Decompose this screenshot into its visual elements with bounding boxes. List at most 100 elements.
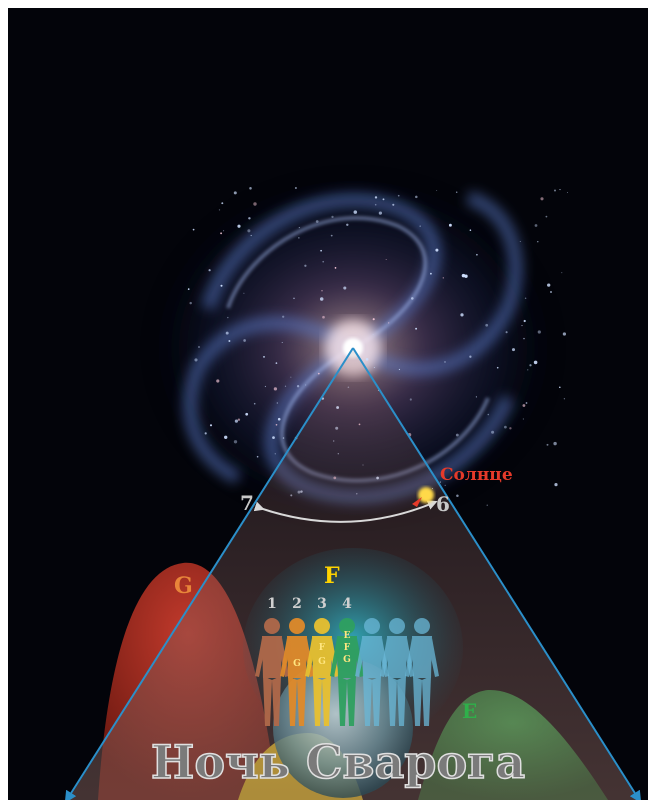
star [409, 398, 412, 401]
star [444, 484, 446, 487]
star [448, 223, 452, 227]
zone-e-label: E [462, 699, 477, 723]
human-figure-7 [405, 618, 439, 726]
star [545, 215, 548, 218]
figure-number-4: 4 [342, 596, 352, 612]
star [284, 385, 287, 387]
star [430, 272, 432, 275]
star [415, 195, 418, 199]
human-figure-6 [380, 618, 414, 726]
star [234, 419, 238, 423]
star [294, 186, 297, 190]
star [559, 386, 561, 388]
star [519, 241, 521, 242]
star [272, 436, 275, 439]
star [469, 355, 472, 358]
star [509, 427, 512, 430]
star [264, 385, 266, 388]
star [330, 234, 333, 237]
star [435, 248, 439, 252]
star [274, 453, 276, 455]
star [194, 358, 198, 362]
star [374, 196, 378, 199]
star [216, 379, 220, 383]
star [249, 187, 252, 190]
star [382, 198, 385, 201]
star [220, 232, 223, 235]
star [388, 322, 390, 324]
figure-letter: G [343, 655, 351, 665]
star [243, 292, 245, 294]
star [505, 331, 508, 334]
star [245, 412, 249, 416]
star [475, 396, 477, 398]
star [346, 223, 349, 227]
star [243, 339, 246, 342]
star [397, 194, 400, 197]
star [343, 286, 347, 290]
star [525, 402, 528, 404]
star [439, 481, 441, 483]
star [554, 483, 558, 487]
star [485, 323, 489, 327]
figure-number-3: 3 [317, 596, 327, 612]
star-field [187, 186, 568, 506]
star [561, 272, 563, 274]
star [321, 290, 323, 292]
star [247, 229, 251, 233]
star [281, 342, 283, 343]
star [189, 301, 192, 305]
star [322, 260, 325, 263]
star [233, 191, 237, 195]
star [197, 345, 201, 349]
star [204, 432, 207, 435]
figure-number-1: 1 [267, 596, 277, 612]
star [365, 358, 369, 361]
star [282, 315, 285, 318]
star [298, 237, 300, 239]
figure-letter: E [344, 631, 351, 641]
star [293, 297, 295, 300]
star [208, 269, 211, 272]
star [322, 315, 325, 319]
sun-label: Солнце [440, 465, 513, 485]
star [504, 425, 507, 429]
figure-letter: F [319, 643, 326, 653]
star [534, 224, 538, 227]
star [253, 402, 256, 405]
star [547, 283, 551, 287]
star [444, 361, 446, 363]
star [317, 372, 320, 375]
star [374, 203, 377, 206]
star [469, 229, 472, 231]
star [527, 369, 529, 371]
star [237, 418, 241, 421]
star [315, 220, 319, 223]
figure-letter: F [344, 643, 351, 653]
star [461, 273, 466, 278]
star [553, 441, 557, 446]
star [282, 437, 285, 439]
star [223, 230, 225, 232]
human-figure-5 [355, 618, 389, 726]
star [256, 455, 259, 458]
star [392, 203, 395, 206]
star [455, 433, 459, 437]
figure-number-2: 2 [292, 596, 302, 612]
star [228, 340, 231, 342]
point-6-label: 6 [436, 492, 450, 516]
star [442, 277, 444, 279]
star [537, 241, 539, 243]
star [419, 225, 421, 227]
sun-marker [412, 487, 434, 507]
star [242, 498, 244, 500]
star [334, 267, 337, 269]
star [331, 215, 334, 219]
star [487, 413, 490, 416]
star [486, 504, 488, 506]
star [209, 424, 213, 427]
star [277, 417, 281, 421]
human-figure-3 [305, 618, 339, 726]
